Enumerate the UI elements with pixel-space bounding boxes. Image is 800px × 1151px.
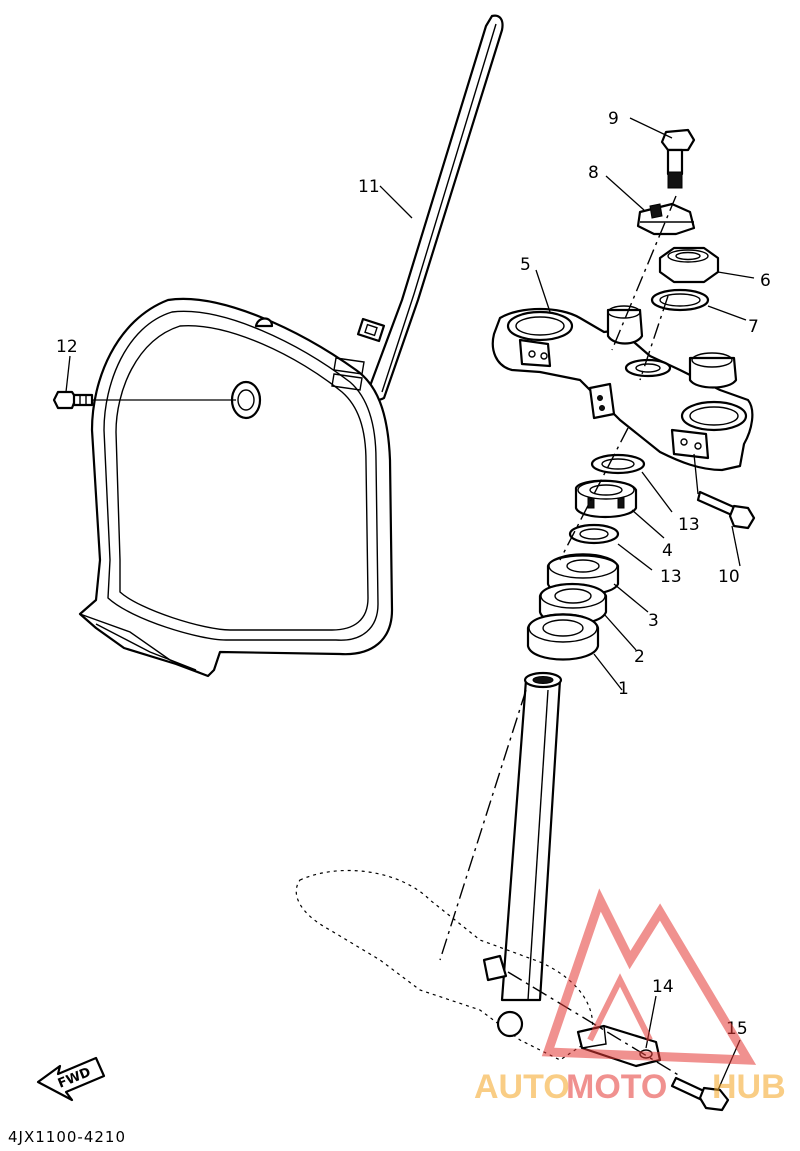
callout-12: 12 (56, 337, 78, 357)
watermark-hub: HUB (712, 1068, 786, 1106)
clamp-8 (636, 202, 696, 236)
bearing-race-1 (526, 613, 600, 661)
callout-5: 5 (520, 255, 531, 275)
callout-11: 11 (358, 177, 380, 197)
assembly-line-upper (611, 195, 677, 351)
nut-6 (658, 246, 720, 284)
callout-6: 6 (760, 271, 771, 291)
steering-stem (500, 671, 563, 1002)
callout-14: 14 (652, 977, 674, 997)
washer-13-upper (590, 453, 646, 475)
washer-7 (650, 288, 710, 312)
callout-9: 9 (608, 109, 619, 129)
washer-13-lower (568, 523, 620, 545)
assembly-line-stem (439, 689, 527, 961)
bolt-10 (696, 490, 756, 530)
bolt-9 (660, 128, 696, 189)
callout-2: 2 (634, 647, 645, 667)
lower-bracket-outline (295, 869, 594, 1061)
watermark-auto: AUTO (474, 1068, 570, 1106)
callout-1: 1 (618, 679, 629, 699)
callout-13-lower: 13 (660, 567, 682, 587)
callout-8: 8 (588, 163, 599, 183)
screw-12 (52, 390, 236, 410)
callout-13-upper: 13 (678, 515, 700, 535)
watermark-moto: MOTO (566, 1068, 667, 1106)
watermark-logo: AUTO MOTO HUB (474, 888, 786, 1106)
callout-10: 10 (718, 567, 740, 587)
callout-3: 3 (648, 611, 659, 631)
fwd-arrow-icon: FWD (36, 1056, 106, 1102)
number-plate (78, 14, 504, 678)
leader-lines (65, 117, 755, 1091)
bolt-15 (670, 1076, 730, 1112)
ring-nut-4 (574, 479, 638, 518)
callout-7: 7 (748, 317, 759, 337)
assembly-line-lower (559, 427, 629, 561)
diagram-code: 4JX1100-4210 (8, 1128, 126, 1146)
assembly-line-mid (639, 295, 669, 381)
callout-4: 4 (662, 541, 673, 561)
upper-bracket (491, 305, 754, 472)
